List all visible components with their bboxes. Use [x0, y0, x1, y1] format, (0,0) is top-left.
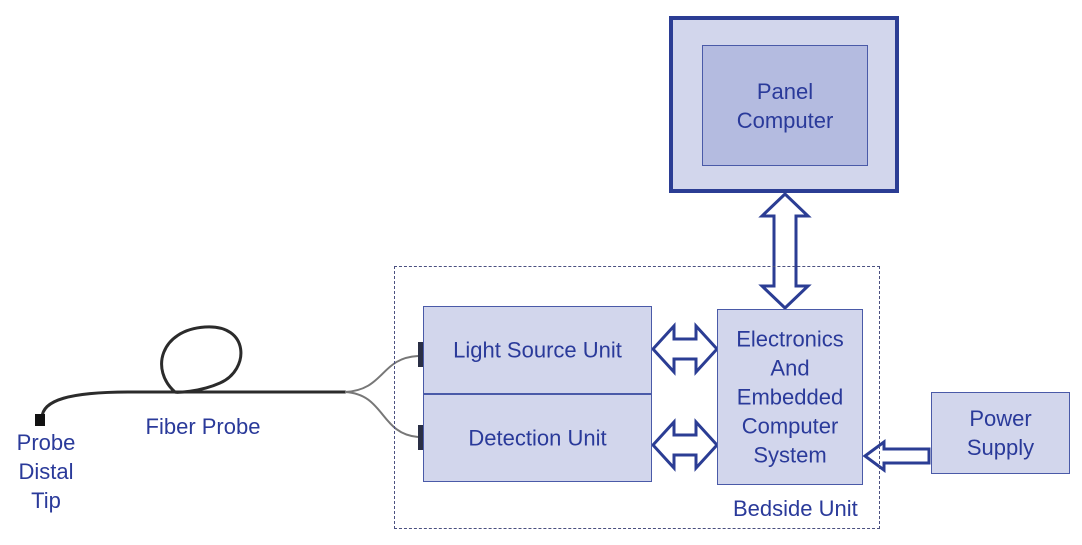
bedside-unit-label: Bedside Unit: [733, 496, 858, 521]
detection-unit-label: Detection Unit: [468, 425, 607, 451]
arrow-panel-electronics: [758, 191, 812, 311]
electronics-box: Electronics And Embedded Computer System: [717, 309, 863, 485]
light-source-unit-label: Light Source Unit: [453, 337, 622, 363]
fiber-branch-top: [344, 355, 419, 393]
fiber-probe-label: Fiber Probe: [145, 414, 261, 439]
probe-distal-tip-label: Probe Distal Tip: [16, 430, 76, 513]
light-source-unit-box: Light Source Unit: [423, 306, 652, 394]
detection-unit-box: Detection Unit: [423, 394, 652, 482]
fiber-branch-bottom: [344, 391, 419, 438]
electronics-label: Electronics And Embedded Computer System: [736, 326, 844, 468]
connector-light-source: [418, 342, 427, 367]
connector-detection: [418, 425, 427, 450]
power-supply-box: Power Supply: [931, 392, 1070, 474]
fiber-cable: [40, 325, 347, 420]
arrow-power-electronics: [862, 439, 931, 473]
panel-computer-label: Panel Computer: [736, 78, 834, 133]
power-supply-label: Power Supply: [966, 406, 1035, 460]
probe-tip-marker: [35, 414, 45, 426]
bedside-unit-boundary: [394, 266, 880, 529]
panel-computer-box: Panel Computer: [702, 45, 868, 166]
